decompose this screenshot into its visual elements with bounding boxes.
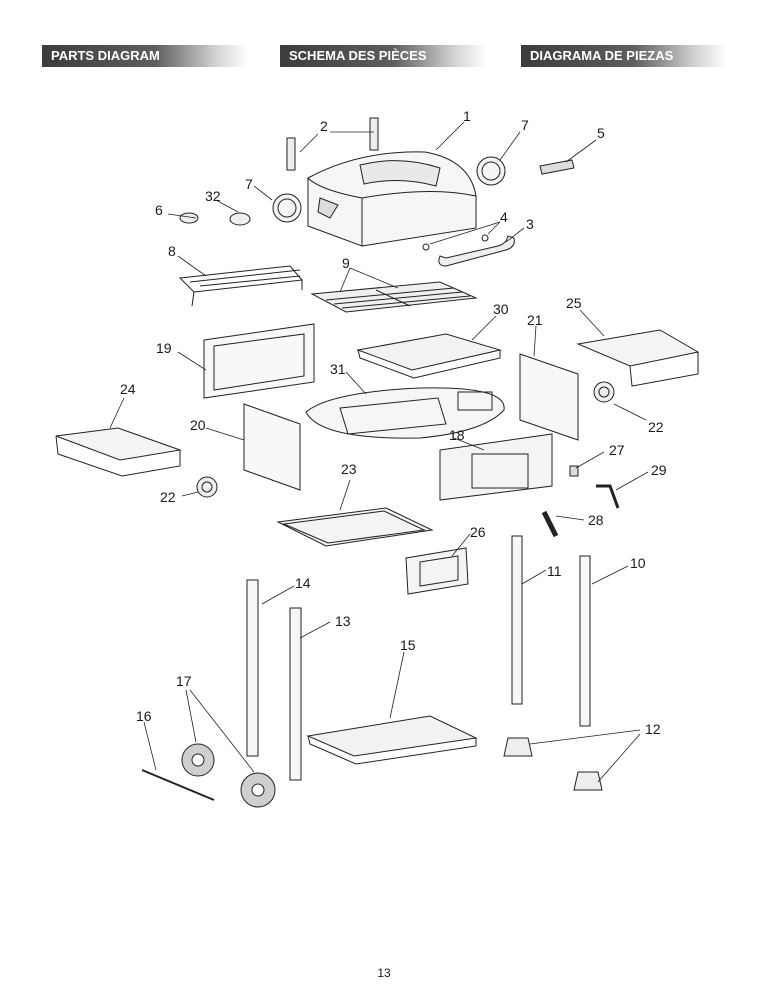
part-right-side-panel: [519, 353, 579, 441]
part-lid: [307, 151, 477, 247]
callout-29: 29: [651, 462, 667, 478]
callout-25: 25: [566, 295, 582, 311]
part-crank-handle: [596, 484, 620, 509]
callout-5: 5: [597, 125, 605, 141]
part-left-shelf: [55, 427, 182, 477]
callout-31: 31: [330, 361, 346, 377]
leader-lines: [109, 121, 649, 783]
header-schema-des-pieces: SCHEMA DES PIÈCES: [280, 45, 486, 67]
callout-26: 26: [470, 524, 486, 540]
page-number: 13: [377, 966, 391, 980]
part-right-shelf: [576, 329, 700, 387]
header-diagrama-de-piezas: DIAGRAMA DE PIEZAS: [521, 45, 727, 67]
callout-28: 28: [588, 512, 604, 528]
part-wheel: [240, 772, 276, 808]
part-lid-handle: [438, 235, 515, 267]
callout-4: 4: [500, 209, 508, 225]
part-cleanout-door: [405, 547, 469, 595]
part-handle-bolt: [422, 243, 430, 251]
callout-20: 20: [190, 417, 206, 433]
callout-11: 11: [547, 563, 562, 579]
part-side-vent-left: [196, 476, 218, 498]
callout-8: 8: [168, 243, 176, 259]
callout-2: 2: [320, 118, 328, 134]
part-warming-rack: [178, 265, 303, 307]
callout-21: 21: [527, 312, 543, 328]
part-hinge: [539, 159, 575, 175]
callout-1: 1: [463, 108, 471, 124]
callout-15: 15: [400, 637, 416, 653]
callout-9: 9: [342, 255, 350, 271]
part-knob: [179, 212, 199, 224]
part-cooking-grates: [310, 281, 478, 313]
part-adjuster-assembly: [305, 387, 505, 439]
part-foot: [503, 737, 533, 757]
callout-32: 32: [205, 188, 221, 204]
part-left-side-panel: [243, 403, 301, 491]
callout-12: 12: [645, 721, 661, 737]
part-charcoal-pan: [356, 333, 502, 379]
part-adjuster-handle: [541, 510, 559, 538]
callout-22-left: 22: [160, 489, 176, 505]
callout-7-right: 7: [521, 117, 529, 133]
part-wheel: [181, 743, 215, 777]
part-axle: [141, 769, 215, 801]
part-thermometer: [229, 212, 251, 226]
part-ash-pan: [276, 507, 434, 547]
callout-23: 23: [341, 461, 357, 477]
part-leg-10: [579, 555, 591, 727]
part-side-vent-right: [593, 381, 615, 403]
callout-24: 24: [120, 381, 136, 397]
part-front-panel: [203, 323, 315, 399]
part-leg-11: [511, 535, 523, 705]
callout-19: 19: [156, 340, 172, 356]
callout-27: 27: [609, 442, 625, 458]
header-parts-diagram: PARTS DIAGRAM: [42, 45, 248, 67]
part-handle-brackets: [286, 117, 379, 171]
part-handle-bolt: [481, 234, 489, 242]
callout-30: 30: [493, 301, 509, 317]
callout-6: 6: [155, 202, 163, 218]
part-bottom-shelf: [306, 715, 478, 765]
callout-13: 13: [335, 613, 351, 629]
part-leg-13: [289, 607, 302, 781]
callout-3: 3: [526, 216, 534, 232]
callout-16: 16: [136, 708, 152, 724]
part-damper-right: [476, 156, 506, 186]
callout-10: 10: [630, 555, 646, 571]
callout-14: 14: [295, 575, 311, 591]
callout-18: 18: [449, 427, 465, 443]
part-ash-door: [439, 433, 553, 501]
part-damper-left: [272, 193, 302, 223]
part-bracket: [569, 465, 579, 477]
callout-17: 17: [176, 673, 192, 689]
callout-22-right: 22: [648, 419, 664, 435]
part-leg-14: [246, 579, 259, 757]
part-foot: [573, 771, 603, 791]
callout-7-left: 7: [245, 176, 253, 192]
